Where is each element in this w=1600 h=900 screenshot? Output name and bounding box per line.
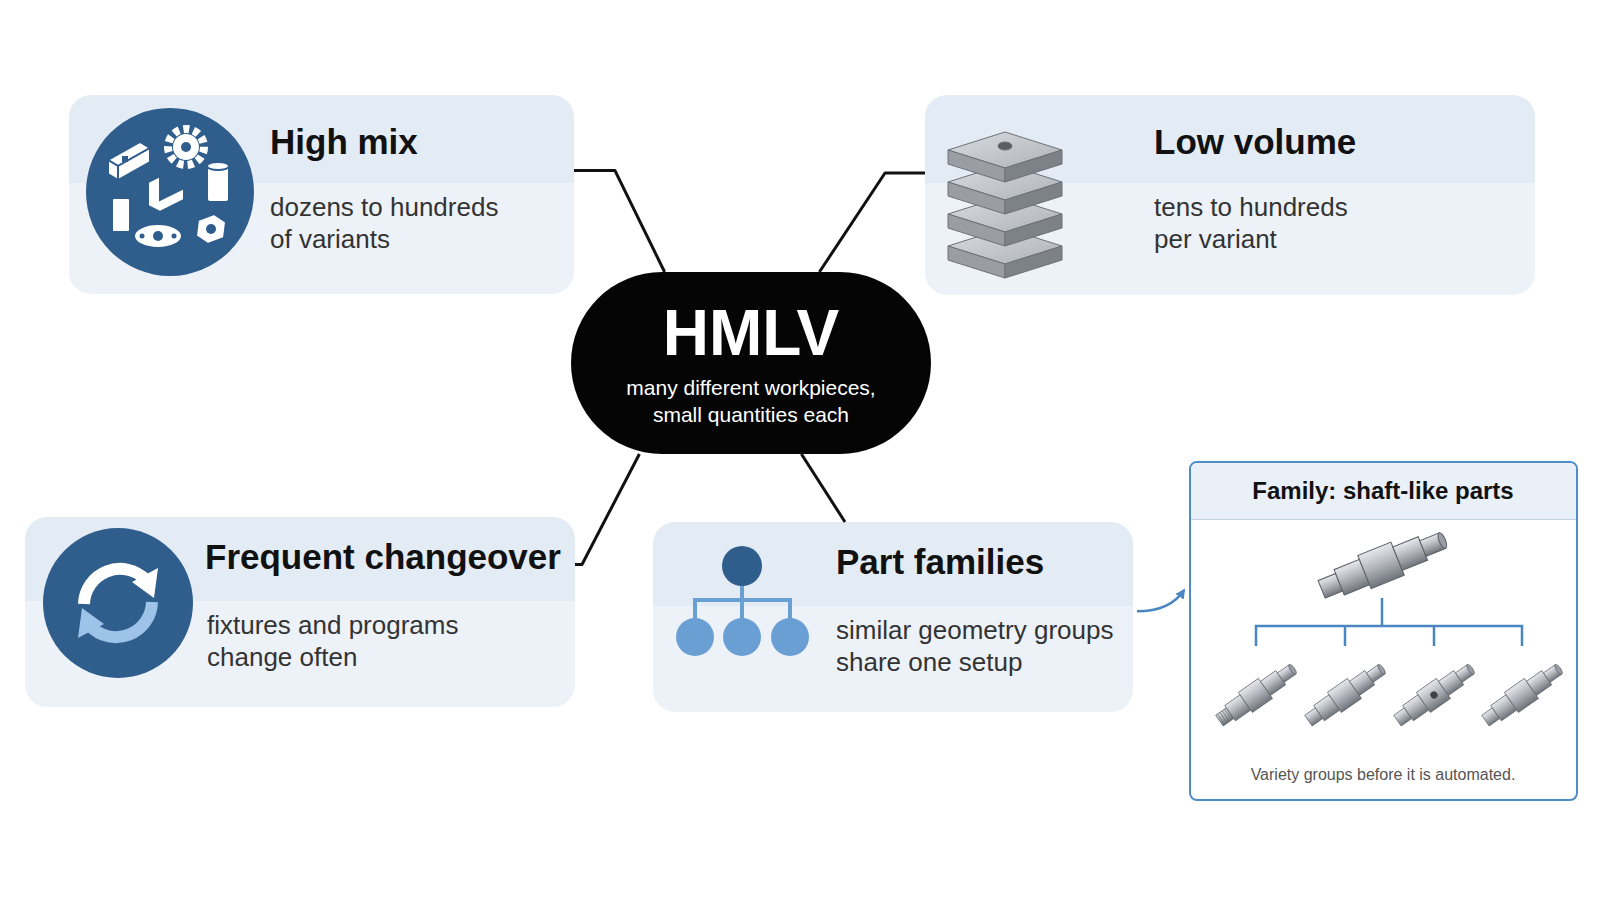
concept-card: Part familiessimilar geometry groups sha… <box>653 522 1133 712</box>
changeover-icon <box>43 528 193 678</box>
central-pill: HMLV many different workpieces, small qua… <box>571 272 931 454</box>
card-body: fixtures and programs change often <box>207 610 507 673</box>
card-body: tens to hundreds per variant <box>1154 192 1384 255</box>
high-mix-icon <box>86 108 254 276</box>
shaft-family-figure <box>1212 523 1567 731</box>
family-heading: Family: shaft-like parts <box>1191 477 1575 506</box>
family-caption: Variety groups before it is automated. <box>1191 765 1575 784</box>
central-title: HMLV <box>571 298 931 368</box>
card-title: Frequent changeover <box>205 537 565 577</box>
family-panel: Family: shaft-like partsVariety groups b… <box>1189 461 1578 801</box>
card-title: Low volume <box>1154 122 1494 162</box>
card-title: High mix <box>270 122 560 162</box>
card-body: similar geometry groups share one setup <box>836 615 1146 678</box>
card-body: dozens to hundreds of variants <box>270 192 520 255</box>
connector-line <box>819 173 925 272</box>
pointer-arrow <box>1137 590 1184 611</box>
plate-stack-icon <box>948 132 1062 278</box>
central-subtitle: many different workpieces, small quantit… <box>601 374 901 429</box>
connector-line <box>574 171 665 272</box>
connector-line <box>575 454 639 565</box>
connector-line <box>801 454 845 522</box>
card-title: Part families <box>836 542 1116 582</box>
hierarchy-icon <box>676 546 809 656</box>
